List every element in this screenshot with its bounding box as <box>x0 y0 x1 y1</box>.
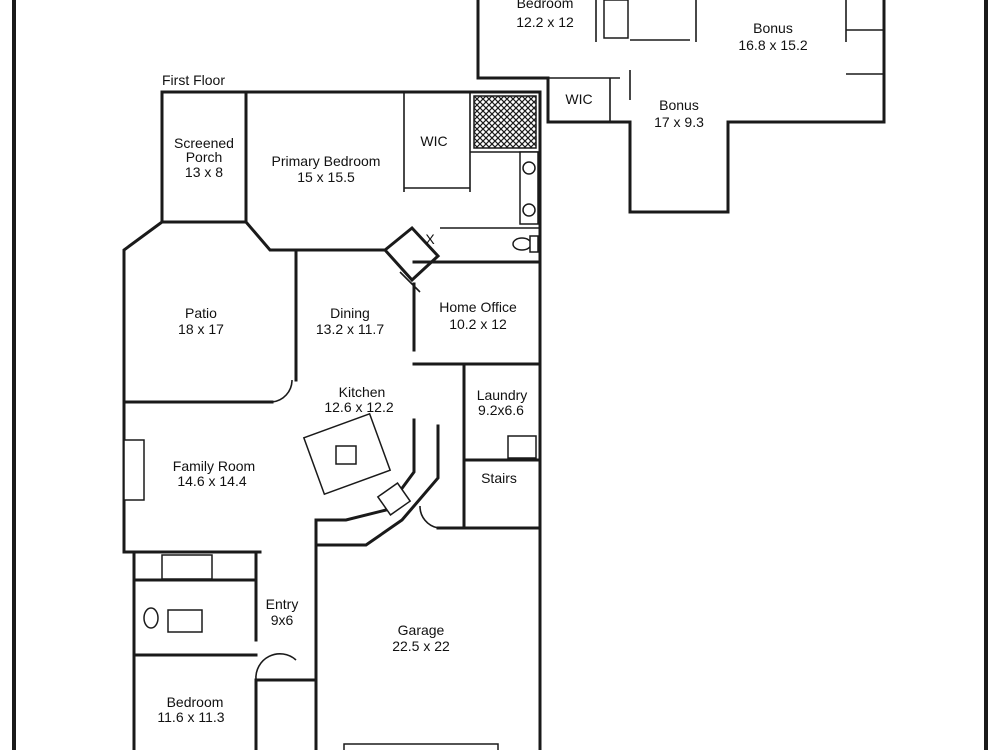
room-entry: Entry 9x6 <box>266 596 299 628</box>
patio-door-swing <box>271 379 293 403</box>
floor-title: First Floor <box>162 72 225 88</box>
room-name: Bonus <box>659 97 699 113</box>
room-home-office: Home Office 10.2 x 12 <box>439 299 517 332</box>
room-name: Patio <box>185 305 217 321</box>
fireplace <box>123 439 145 501</box>
garage-door-swing <box>419 505 439 529</box>
room-name-line1: Screened <box>174 135 234 151</box>
room-bonus-large: Bonus 16.8 x 15.2 <box>738 20 807 53</box>
toilet-bath <box>143 607 159 629</box>
room-dims: 11.6 x 11.3 <box>157 709 224 725</box>
fixtures: X <box>123 95 539 750</box>
room-bedroom: Bedroom 11.6 x 11.3 <box>157 694 224 725</box>
room-patio: Patio 18 x 17 <box>178 305 224 337</box>
upper-floor <box>476 0 886 214</box>
tub <box>161 554 213 580</box>
bath-vanity <box>167 609 203 633</box>
island-sink <box>335 445 357 465</box>
room-name: Kitchen <box>339 384 386 400</box>
room-name: Stairs <box>481 470 517 486</box>
room-upper-bedroom: Bedroom 12.2 x 12 <box>516 0 574 30</box>
room-dims: 10.2 x 12 <box>449 316 507 332</box>
entry-door-swing <box>255 653 297 681</box>
room-primary-bedroom: Primary Bedroom 15 x 15.5 <box>272 153 381 185</box>
room-name-line2: Porch <box>186 149 223 165</box>
room-dims: 9.2x6.6 <box>478 402 524 418</box>
room-dims: 16.8 x 15.2 <box>738 37 807 53</box>
room-bonus-small: Bonus 17 x 9.3 <box>654 97 704 130</box>
first-floor-walls <box>122 90 542 750</box>
room-screened-porch: Screened Porch 13 x 8 <box>174 135 234 180</box>
room-name: Garage <box>398 622 445 638</box>
room-family-room: Family Room 14.6 x 14.4 <box>173 458 255 489</box>
room-dims: 9x6 <box>271 612 294 628</box>
room-name: Bedroom <box>167 694 224 710</box>
room-dims: 13 x 8 <box>185 164 223 180</box>
room-name: Home Office <box>439 299 517 315</box>
room-name: Bedroom <box>517 0 574 11</box>
cooktop <box>376 482 412 516</box>
room-dims: 17 x 9.3 <box>654 114 704 130</box>
room-name: Dining <box>330 305 370 321</box>
room-primary-wic: WIC <box>420 133 447 149</box>
room-dims: 22.5 x 22 <box>392 638 450 654</box>
toilet-primary <box>512 237 532 251</box>
room-kitchen: Kitchen 12.6 x 12.2 <box>324 384 393 415</box>
room-dims: 15 x 15.5 <box>297 169 355 185</box>
closet-mark: X <box>425 231 435 247</box>
room-dims: 18 x 17 <box>178 321 224 337</box>
laundry-sink <box>507 435 537 459</box>
room-stairs: Stairs <box>481 470 517 486</box>
sink-1 <box>522 161 536 175</box>
room-dims: 12.2 x 12 <box>516 14 574 30</box>
room-garage: Garage 22.5 x 22 <box>392 622 450 654</box>
room-dims: 14.6 x 14.4 <box>177 473 246 489</box>
room-upper-wic: WIC <box>565 91 592 107</box>
room-name: WIC <box>420 133 447 149</box>
garage-door <box>343 743 499 750</box>
room-laundry: Laundry 9.2x6.6 <box>477 387 528 418</box>
fireplace-hatch <box>473 95 537 149</box>
room-name: Entry <box>266 596 299 612</box>
room-dims: 12.6 x 12.2 <box>324 399 393 415</box>
room-name: WIC <box>565 91 592 107</box>
upper-tub <box>603 0 629 39</box>
room-name: Bonus <box>753 20 793 36</box>
room-name: Primary Bedroom <box>272 153 381 169</box>
room-name: Laundry <box>477 387 528 403</box>
sheet-border <box>12 0 988 750</box>
room-dining: Dining 13.2 x 11.7 <box>316 305 384 337</box>
room-dims: 13.2 x 11.7 <box>316 321 384 337</box>
room-name: Family Room <box>173 458 255 474</box>
sink-2 <box>522 203 536 217</box>
